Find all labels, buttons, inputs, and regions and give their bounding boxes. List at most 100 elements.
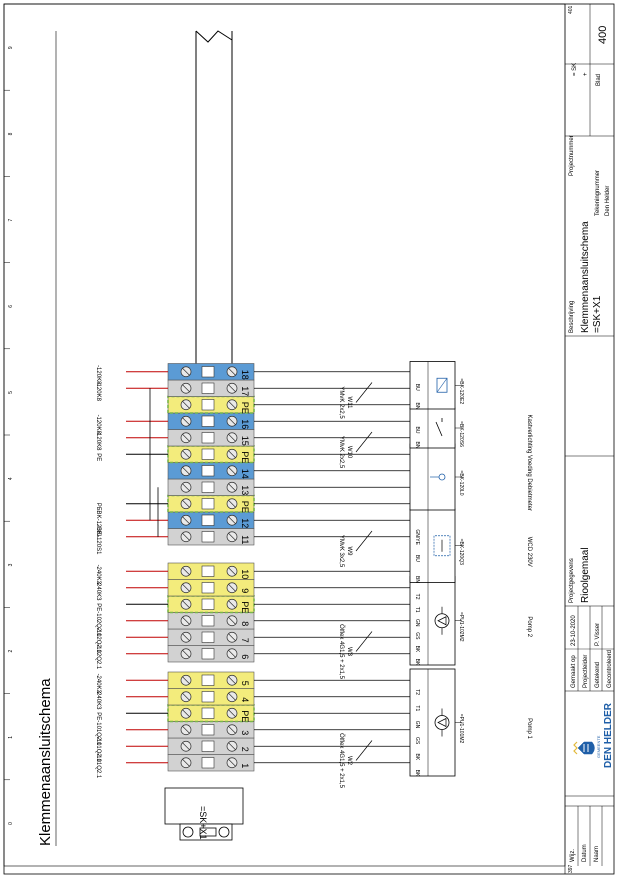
terminal-clamp (201, 724, 215, 736)
external-label: PE (95, 503, 101, 511)
lamp-icon (430, 473, 446, 481)
terminal: PE (167, 494, 255, 513)
device-wire-label: BK (414, 753, 420, 760)
device-block: BN BU GN/YE =BK-120Q3 WCD 230V (409, 508, 532, 583)
device-description: Kastverlichting (526, 414, 532, 453)
den-helder-logo (573, 741, 595, 755)
device-wire-label: BN (414, 442, 420, 449)
terminal-clamp (201, 481, 215, 493)
terminal: 9 (167, 579, 255, 597)
terminal-number: PE (240, 402, 250, 414)
terminal: 8 (167, 612, 255, 630)
terminal: 16 (167, 412, 255, 430)
device-id: =BK-120Q3 (458, 539, 464, 565)
external-label: -102Q2.1 (95, 611, 101, 637)
cable-slash (355, 740, 373, 761)
terminal: PE (167, 704, 255, 723)
terminal-number: PE (240, 501, 250, 513)
title-block (565, 4, 614, 866)
device-description: Pomp 1 (526, 718, 532, 739)
terminal-screw-slot (228, 384, 236, 392)
device-frame (409, 508, 456, 583)
device-wire-label: GS (414, 737, 420, 745)
device-wire-label: T1 (414, 705, 420, 711)
column-number: 9 (8, 46, 14, 49)
device-wire-label: BU (414, 555, 420, 562)
column-number: 8 (8, 132, 14, 135)
terminal: 15 (167, 429, 255, 447)
device-wire-label: BN (414, 576, 420, 583)
terminal-screw-slot (182, 742, 190, 750)
terminal-clamp (201, 631, 215, 643)
switch-icon (435, 418, 443, 437)
terminal: 7 (167, 628, 255, 646)
terminal-screw-slot (228, 533, 236, 541)
terminal-clamp (201, 382, 215, 394)
column-number: 3 (8, 563, 14, 566)
terminal-number: PE (240, 710, 250, 722)
tb-page-top: 401 (568, 5, 574, 14)
terminal-number: PE (240, 601, 250, 613)
terminal: 17 (167, 379, 255, 397)
terminal: 14 (167, 462, 255, 480)
pump-icon (434, 708, 450, 737)
tb-plus: + (583, 72, 589, 76)
terminal-screw-slot (228, 500, 236, 508)
column-number: 7 (8, 219, 14, 222)
terminal-screw-slot (228, 584, 236, 592)
terminal-screw-slot (228, 368, 236, 376)
device-wire-label: BN (414, 403, 420, 410)
terminal-screw-slot (228, 726, 236, 734)
device-wire-label: BK (414, 659, 420, 666)
device-wire-label: GN (414, 619, 420, 627)
external-label: -120K8 (95, 365, 101, 385)
device-description: WCD 230V (526, 537, 532, 567)
terminal-screw-slot (182, 676, 190, 684)
terminal-clamp (201, 448, 215, 460)
terminal-clamp (201, 757, 215, 769)
column-number: 0 (8, 822, 14, 825)
terminal: 10 (167, 562, 255, 580)
socket-icon (433, 535, 451, 557)
terminal-clamp (201, 598, 215, 610)
cable-type: Ölflex 4G1,5 + 2x1,5 (338, 733, 345, 789)
tb-projectleider-label: Projectleider (583, 655, 589, 688)
tb-beschrijving2: =SK+X1 (592, 295, 603, 333)
external-label: -101Q2.1 (95, 737, 101, 763)
pump-icon (434, 606, 450, 635)
terminal-clamp (201, 648, 215, 660)
terminal-screw-slot (228, 516, 236, 524)
terminal-screw-slot (182, 467, 190, 475)
tb-page-number: 400 (597, 26, 609, 44)
cable-type: YMvK 3x2,5 (338, 535, 344, 568)
tb-tekeningnummer: Den Helder (605, 186, 611, 216)
external-label: PE (95, 712, 101, 720)
cable-name: W10 (346, 446, 352, 459)
external-label: -BK-120EL (95, 509, 101, 539)
terminal-clamp (201, 415, 215, 427)
external-label: PE (95, 603, 101, 611)
tb-tekeningnummer-label: Tekeningnummer (595, 170, 601, 216)
terminal-number: 7 (240, 638, 250, 643)
terminal-clamp (201, 366, 215, 378)
external-label: -120K8 (95, 415, 101, 435)
cable-name: W3 (346, 647, 352, 657)
terminal-clamp (201, 514, 215, 526)
logo-text: DEN HELDER (603, 702, 614, 768)
external-label: -240K3 (95, 581, 101, 601)
external-label: -240K3 (95, 674, 101, 694)
device-wire-label: GN/YE (414, 529, 420, 545)
terminal-clamp (201, 582, 215, 594)
terminal-number: 8 (240, 621, 250, 626)
strip-end (164, 787, 244, 841)
tb-gemaakt-op-label: Gemaakt op (571, 655, 577, 688)
tb-projectgegevens-label: Projectgegevens (569, 558, 575, 603)
external-wires: -101Q2.1-101Q2.1-101Q2.1PE-240K3-240K3-1… (95, 365, 410, 789)
cable-slash (355, 382, 373, 403)
cable-name: W11 (346, 397, 352, 410)
